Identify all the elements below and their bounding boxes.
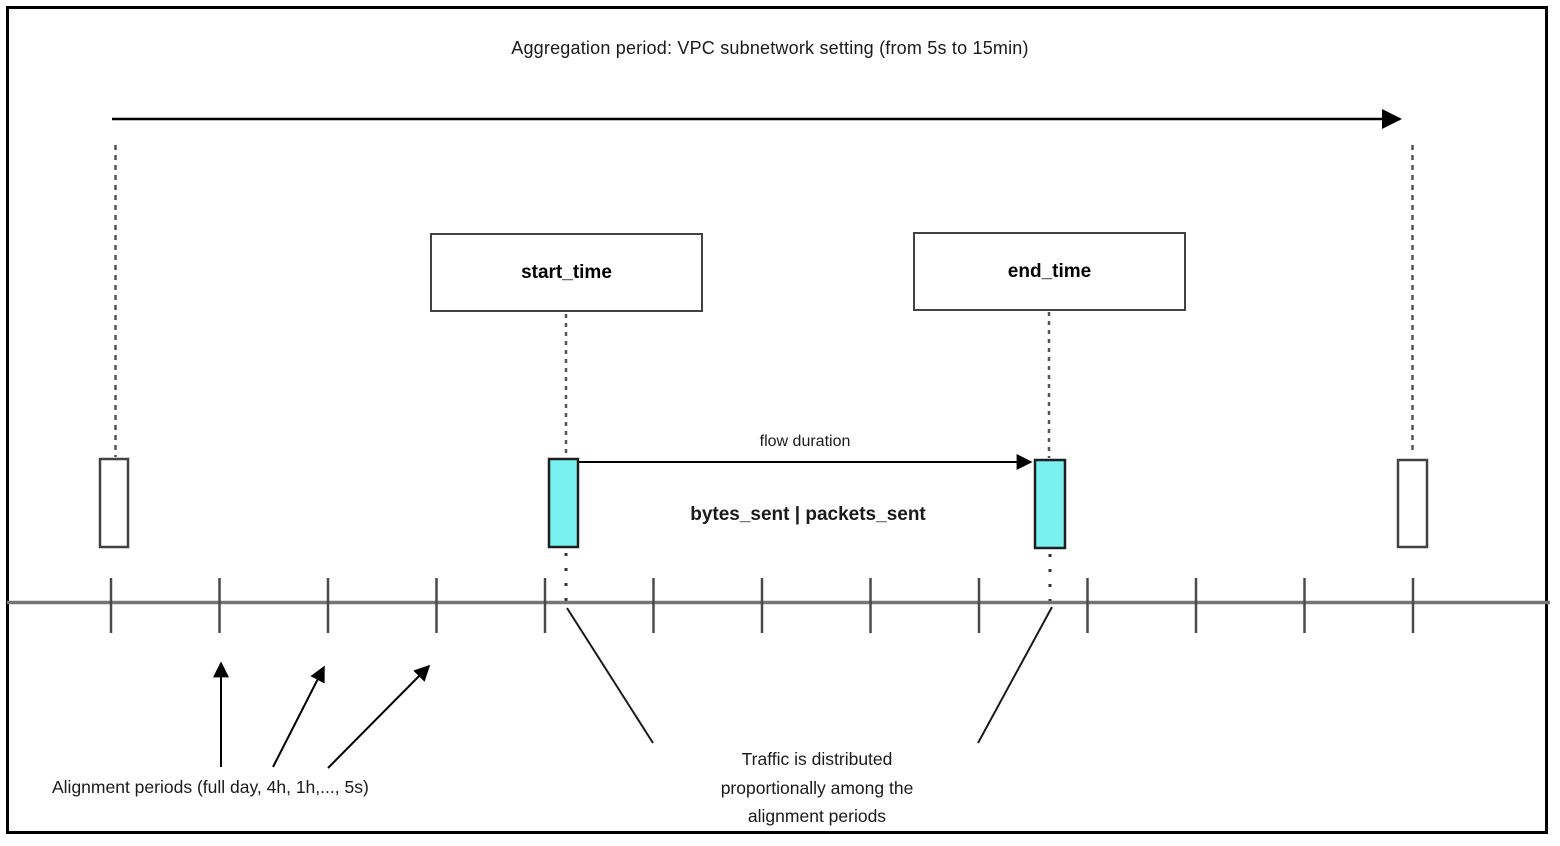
flow-metrics-label: bytes_sent | packets_sent [690,504,926,525]
traffic-note-leader-line-right [977,606,1053,744]
flow-duration-label: flow duration [759,433,851,450]
diagram-frame-border [6,6,1548,834]
left-empty-interval-rect [98,457,130,549]
diagram-title: Aggregation period: VPC subnetwork setti… [511,38,1029,58]
start-flow-interval-bar [547,457,580,549]
start-time-box: start_time [430,233,703,312]
start-time-label: start_time [521,261,612,283]
end-time-label: end_time [1007,260,1092,282]
traffic-note-leader-line-left [566,607,654,744]
end-flow-interval-bar [1033,458,1067,550]
alignment-period-ticks [109,578,1415,633]
alignment-pointer-arrow-3 [327,664,431,769]
alignment-periods-label: Alignment periods (full day, 4h, 1h,...,… [52,777,369,797]
end-time-box: end_time [913,232,1186,311]
traffic-distribution-note: Traffic is distributed proportionally am… [720,749,914,826]
right-empty-interval-rect [1396,458,1429,549]
alignment-pointer-arrow-2 [272,665,325,768]
